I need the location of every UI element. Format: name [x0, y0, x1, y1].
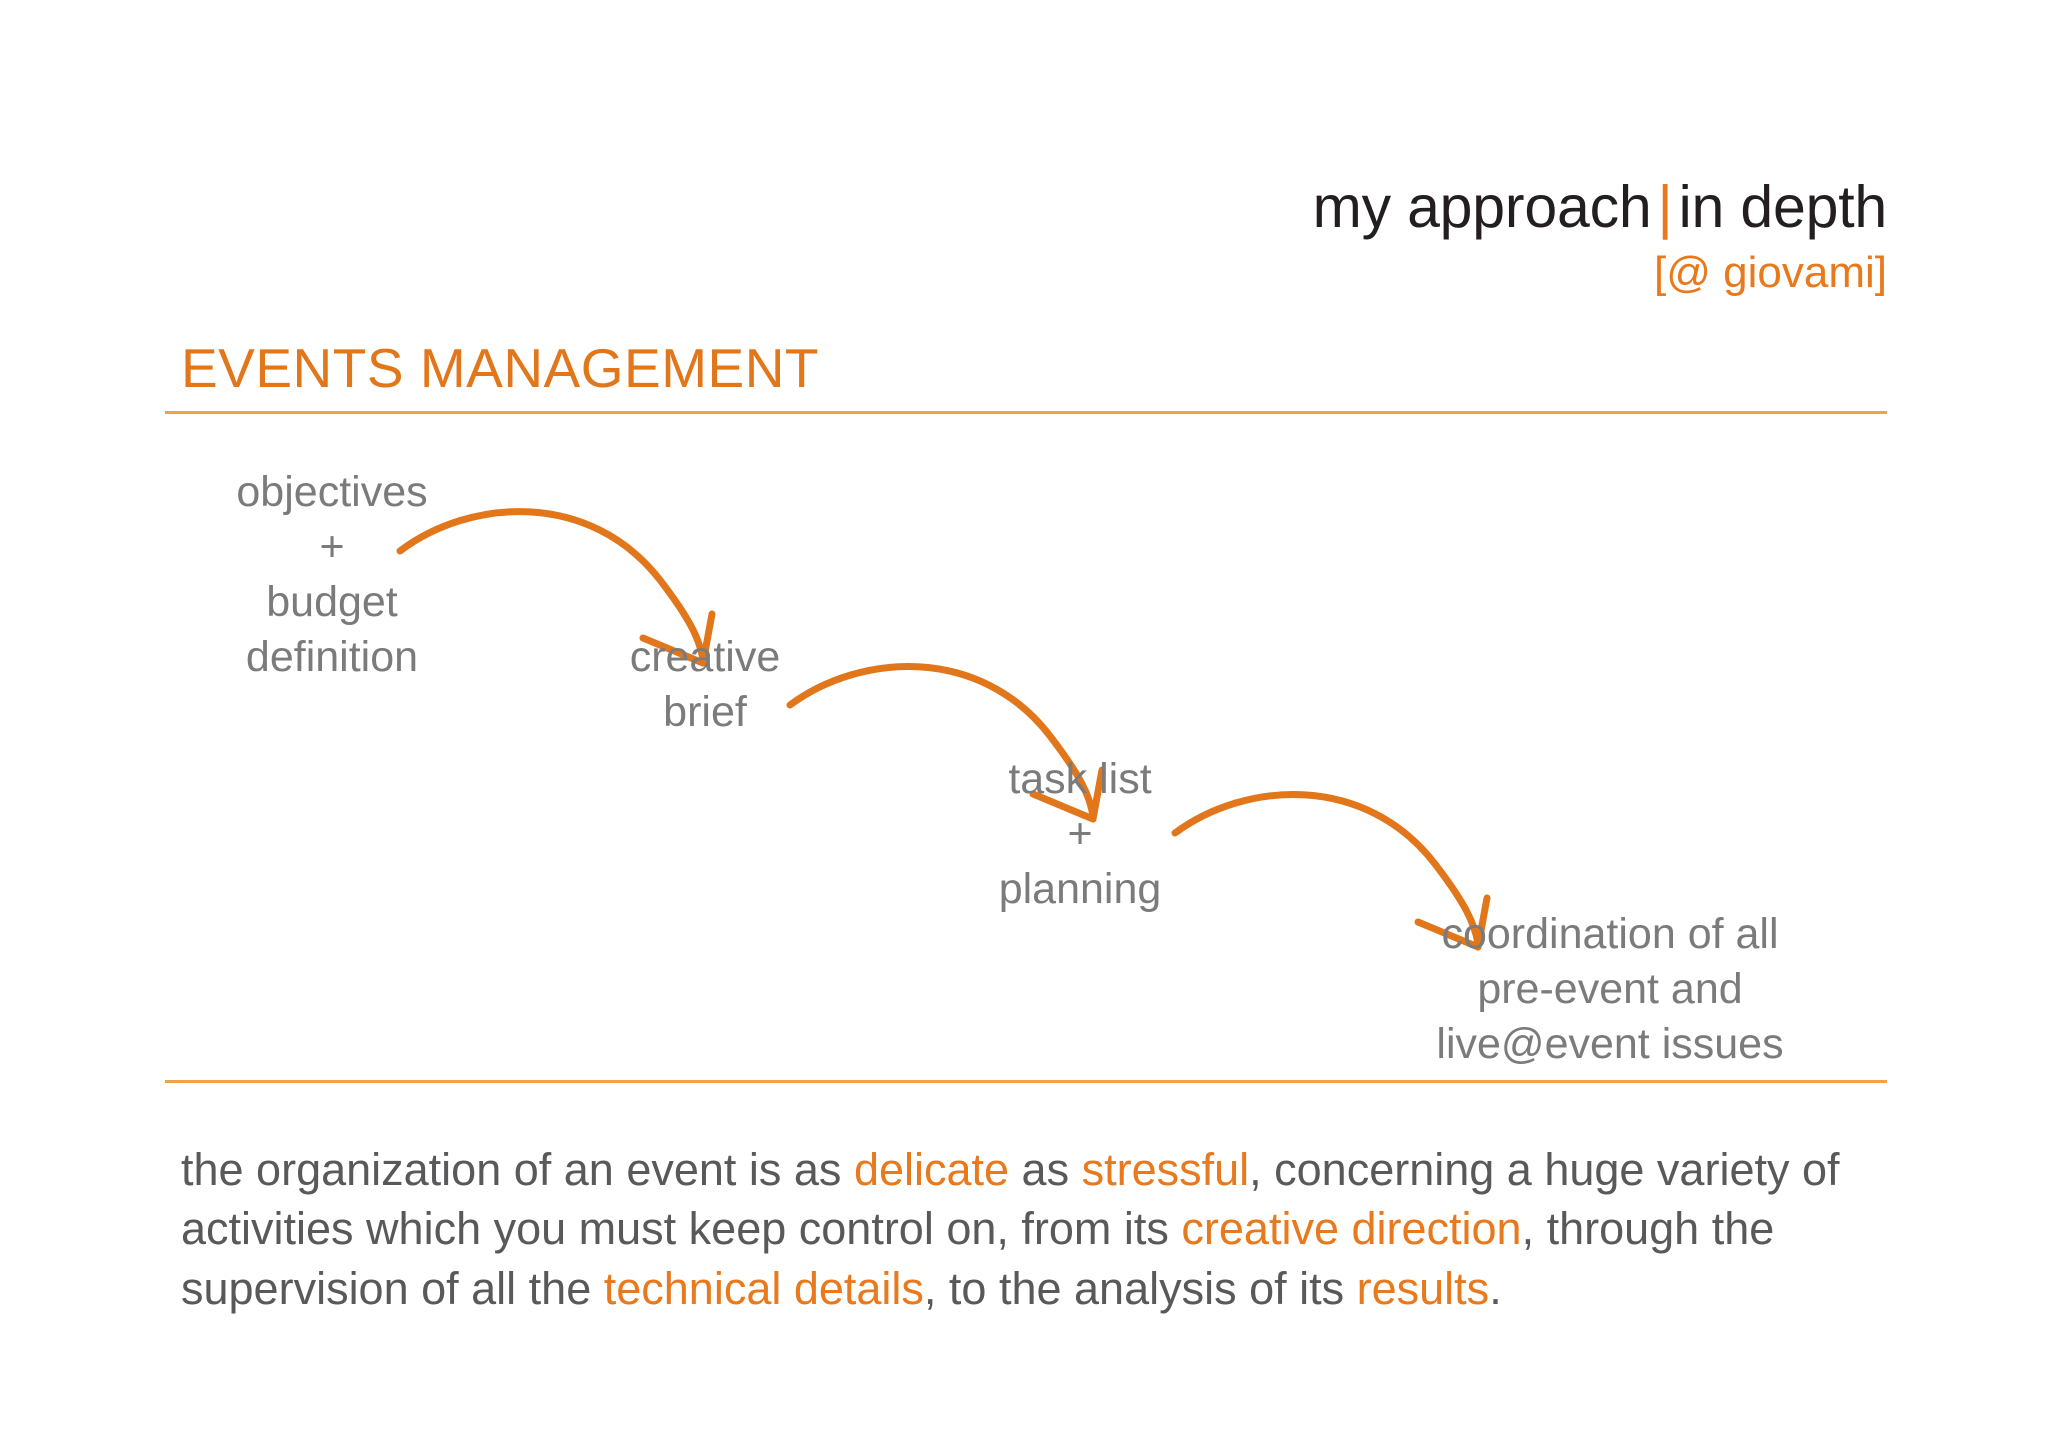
flow-arrows-layer [396, 508, 1491, 951]
paragraph-text-2: as [1009, 1144, 1082, 1195]
arrow-1-icon [396, 508, 716, 667]
header-separator: | [1657, 174, 1673, 240]
flow-step-task-list-planning: task list + planning [998, 755, 1162, 914]
highlight-results: results [1356, 1262, 1490, 1314]
divider-bottom [165, 1080, 1887, 1083]
highlight-delicate: delicate [853, 1144, 1010, 1195]
flow-step-objectives-budget: objectives + budget definition [236, 468, 428, 682]
paragraph-text-1: the organization of an event is as [181, 1144, 854, 1195]
flow-step-coordination: coordination of all pre-event and live@e… [1436, 910, 1784, 1069]
flow-step-creative-brief: creative brief [629, 633, 781, 737]
header-title: my approach|in depth [1313, 178, 1888, 237]
paragraph-text-4: , through the supervision of all the [181, 1203, 1775, 1314]
process-flow-diagram: objectives + budget definition creative … [0, 420, 2048, 1080]
highlight-creative-direction: creative direction [1181, 1203, 1522, 1255]
description-paragraph: the organization of an event is as delic… [181, 1140, 1941, 1318]
paragraph-text-3: , concerning a huge variety of activitie… [181, 1144, 1840, 1255]
slide-header: my approach|in depth [@ giovami] [1313, 178, 1888, 297]
highlight-technical-details: technical details [603, 1262, 924, 1314]
header-handle: [@ giovami] [1654, 248, 1887, 297]
arrow-3-icon [1171, 791, 1491, 951]
arrow-2-icon [786, 663, 1106, 823]
page-title: EVENTS MANAGEMENT [181, 337, 820, 399]
highlight-stressful: stressful [1081, 1144, 1250, 1195]
divider-top [165, 411, 1887, 414]
paragraph-text-5: , to the analysis of its [923, 1262, 1357, 1314]
header-title-main: my approach [1312, 174, 1652, 240]
header-title-secondary: in depth [1678, 174, 1888, 240]
paragraph-text-6: . [1489, 1262, 1502, 1314]
